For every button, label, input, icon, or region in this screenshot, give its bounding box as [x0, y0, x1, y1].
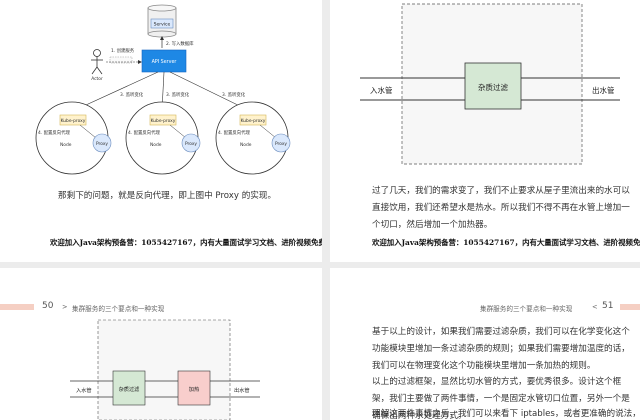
proxy-label: Proxy — [185, 141, 197, 147]
running-title: 集群服务的三个要点和一种实现 — [480, 305, 573, 313]
outlet-label: 出水管 — [592, 85, 615, 95]
create-service-arrowhead — [138, 60, 142, 64]
kube-proxy-label: Kube-proxy — [61, 118, 86, 124]
watch-line-left — [74, 71, 159, 111]
water-pipe-filter-heat-diagram: 入水管 杂质过滤 加热 出水管 — [70, 319, 260, 420]
chevron-left-icon: < — [592, 303, 598, 311]
kube-proxy-label: Kube-proxy — [241, 118, 266, 124]
node-3: Kube-proxy 4. 配置反向代理 Node Proxy — [215, 101, 291, 175]
service-box — [150, 18, 174, 29]
filter-box — [464, 62, 522, 110]
page-top-left: etcd Service 2. 写入数据库 Actor 1. 创建服务 API … — [0, 0, 322, 262]
page-bottom-right: 集群服务的三个要点和一种实现 < 51 基于以上的设计，如果我们需要过滤杂质，我… — [330, 268, 640, 420]
actor-stick-figure-icon — [91, 49, 103, 75]
kubernetes-service-diagram: etcd Service 2. 写入数据库 Actor 1. 创建服务 API … — [35, 4, 291, 175]
paragraph: 过了几天，我们的需求变了，我们不止要求从屋子里流出来的水可以直接饮用，我们还希望… — [372, 186, 630, 230]
inlet-label: 入水管 — [370, 85, 393, 95]
page-gutter-vertical — [322, 0, 330, 420]
config-proxy-arrow — [79, 124, 97, 139]
heat-label: 加热 — [189, 385, 200, 393]
running-header: 集群服务的三个要点和一种实现 < 51 — [330, 278, 640, 313]
running-header: 50 > 集群服务的三个要点和一种实现 — [0, 278, 322, 313]
node-1: Kube-proxy 4. 配置反向代理 Node Proxy — [35, 101, 112, 175]
node-label: Node — [240, 142, 252, 148]
heat-box — [177, 370, 211, 406]
filter-label: 杂质过滤 — [119, 385, 141, 393]
config-proxy-label: 4. 配置反向代理 — [128, 129, 161, 136]
filter-label: 杂质过滤 — [478, 82, 508, 92]
config-proxy-arrow — [169, 124, 187, 139]
paragraph-3: 理解这两件事情之后，我们可以来看下 iptables，或者更准确的说法，netf… — [372, 409, 640, 419]
proxy-circle — [271, 133, 291, 153]
node-2: Kube-proxy 4. 配置反向代理 Node Proxy — [125, 101, 201, 175]
config-proxy-arrow — [259, 124, 277, 139]
footer-promo: 欢迎加入Java架构预备营：1055427167，内有大量面试学习文档、进阶视频… — [372, 238, 640, 247]
kube-proxy-box — [59, 114, 87, 126]
paragraph: 那剩下的问题，就是反向代理，即上图中 Proxy 的实现。 — [58, 191, 277, 201]
page-gutter-horizontal — [0, 262, 640, 268]
running-title: 集群服务的三个要点和一种实现 — [72, 305, 165, 313]
proxy-circle — [92, 133, 112, 153]
accent-bar — [620, 304, 640, 310]
watch-label-left: 3. 监听变化 — [120, 91, 144, 98]
chevron-right-icon: > — [62, 303, 68, 311]
write-db-label: 2. 写入数据库 — [166, 40, 194, 47]
kube-proxy-box — [149, 114, 177, 126]
write-db-arrowhead — [160, 36, 164, 40]
paragraph-1: 基于以上的设计，如果我们需要过滤杂质，我们可以在化学变化这个功能模块里增加一条过… — [372, 327, 630, 371]
page-bottom-left: 50 > 集群服务的三个要点和一种实现 入水管 杂质过滤 加热 出水管 — [0, 268, 322, 420]
create-service-label: 1. 创建服务 — [111, 47, 135, 54]
service-yaml-note — [109, 56, 133, 64]
proxy-circle — [181, 133, 201, 153]
paragraph-2: 以上的过滤框架，显然比切水管的方式，要优秀很多。设计这个框架，我们主要做了两件事… — [372, 377, 630, 420]
inlet-label: 入水管 — [76, 386, 92, 394]
footer-promo: 欢迎加入Java架构预备营：1055427167，内有大量面试学习文档、进阶视频… — [50, 238, 322, 247]
page-number: 51 — [602, 301, 614, 311]
actor-label: Actor — [91, 76, 103, 82]
config-proxy-label: 4. 配置反向代理 — [218, 129, 251, 136]
kube-proxy-label: Kube-proxy — [151, 118, 176, 124]
proxy-label: Proxy — [96, 141, 108, 147]
water-pipe-filter-diagram: 入水管 杂质过滤 出水管 — [360, 3, 620, 165]
page-top-right: 入水管 杂质过滤 出水管 过了几天，我们的需求变了，我们不止要求从屋子里流出来的… — [330, 0, 640, 262]
proxy-label: Proxy — [275, 141, 287, 147]
kube-proxy-box — [239, 114, 267, 126]
watch-label-middle: 3. 监听变化 — [166, 91, 190, 98]
accent-bar — [0, 304, 34, 310]
outlet-label: 出水管 — [234, 386, 250, 394]
api-server-label: API Server — [152, 59, 177, 65]
filter-box — [112, 370, 146, 406]
node-label: Node — [150, 142, 162, 148]
config-proxy-label: 4. 配置反向代理 — [38, 129, 71, 136]
watch-line-right — [169, 71, 249, 111]
node-label: Node — [60, 142, 72, 148]
watch-label-right: 3. 监听变化 — [222, 91, 246, 98]
service-label: Service — [154, 22, 171, 28]
page-number: 50 — [42, 301, 54, 311]
